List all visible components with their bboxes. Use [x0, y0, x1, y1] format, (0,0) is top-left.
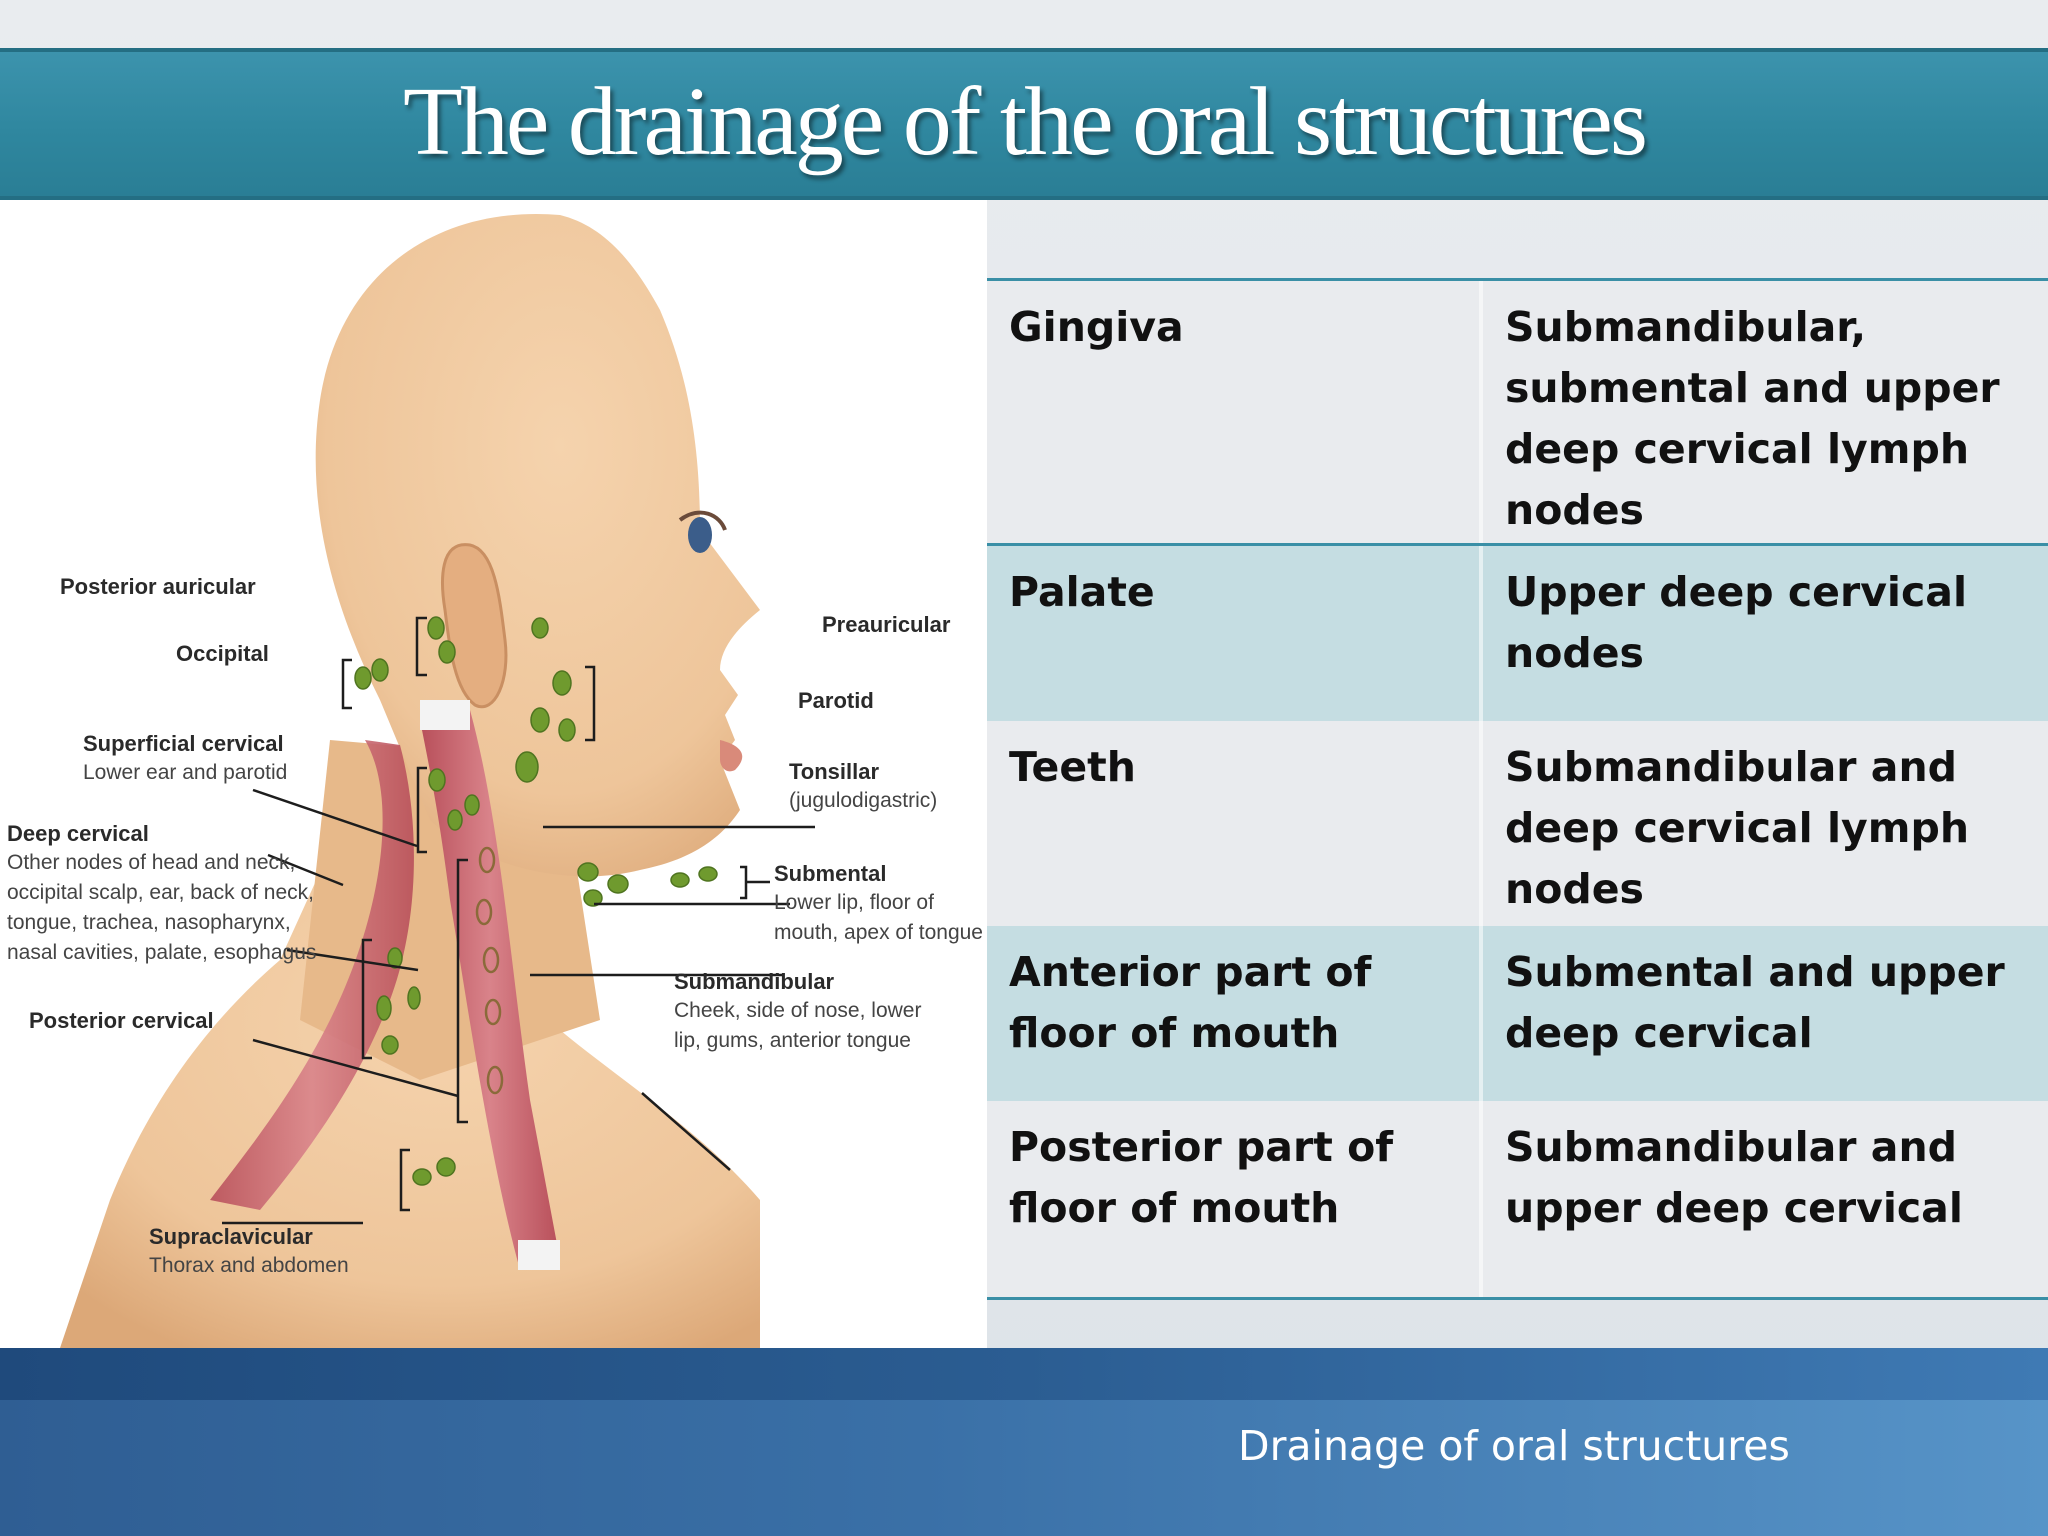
- label-supraclavicular: Supraclavicular: [149, 1224, 313, 1249]
- label-submandibular: Submandibular: [674, 969, 835, 994]
- trapezius-muscle: [210, 740, 414, 1210]
- label-submandibular-sub1: Cheek, side of nose, lower: [674, 999, 922, 1022]
- structure-cell: Anterior part of floor of mouth: [1009, 948, 1372, 1057]
- footer-caption: Drainage of oral structures: [1238, 1422, 1790, 1470]
- structure-cell: Teeth: [1009, 743, 1136, 791]
- anatomy-figure: Posterior auricular Occipital Superficia…: [0, 200, 987, 1348]
- label-deep-cervical-sub3: tongue, trachea, nasopharynx,: [7, 911, 291, 934]
- scm-muscle: [420, 710, 560, 1270]
- label-preauricular: Preauricular: [822, 612, 951, 637]
- label-superficial-cervical-sub: Lower ear and parotid: [83, 761, 288, 784]
- ear-shape: [441, 543, 508, 709]
- label-submandibular-sub2: lip, gums, anterior tongue: [674, 1029, 911, 1052]
- label-submental: Submental: [774, 861, 887, 886]
- drainage-cell: Submandibular and upper deep cervical: [1479, 1101, 2048, 1297]
- label-tonsillar-sub: (jugulodigastric): [789, 789, 938, 812]
- label-submental-sub2: mouth, apex of tongue: [774, 921, 983, 944]
- label-tonsillar: Tonsillar: [789, 759, 880, 784]
- label-deep-cervical-sub1: Other nodes of head and neck,: [7, 851, 296, 874]
- structure-cell: Posterior part of floor of mouth: [1009, 1123, 1394, 1232]
- label-submental-sub1: Lower lip, floor of: [774, 891, 934, 914]
- table-row: Teeth Submandibular and deep cervical ly…: [987, 721, 2048, 926]
- head-neck-illustration: [60, 213, 815, 1348]
- drainage-cell: Upper deep cervical nodes: [1479, 546, 2048, 721]
- label-parotid: Parotid: [798, 688, 874, 713]
- table-row: Palate Upper deep cervical nodes: [987, 546, 2048, 721]
- deep-cervical-chain: [475, 846, 504, 1095]
- label-posterior-auricular: Posterior auricular: [60, 574, 256, 599]
- table-row: Anterior part of floor of mouth Submenta…: [987, 926, 2048, 1101]
- label-deep-cervical-sub4: nasal cavities, palate, esophagus: [7, 941, 317, 964]
- drainage-cell: Submandibular, submental and upper deep …: [1479, 281, 2048, 543]
- label-layer: Posterior auricular Occipital Superficia…: [0, 200, 987, 1348]
- drainage-cell: Submental and upper deep cervical: [1479, 926, 2048, 1101]
- drainage-table: Gingiva Submandibular, submental and upp…: [987, 278, 2048, 1300]
- structure-cell: Gingiva: [1009, 303, 1184, 351]
- lips-shape: [720, 740, 743, 772]
- label-deep-cervical: Deep cervical: [7, 821, 149, 846]
- bracket-lines: [341, 616, 748, 1212]
- leader-lines: [222, 788, 815, 1225]
- structure-cell: Palate: [1009, 568, 1155, 616]
- table-row: Posterior part of floor of mouth Submand…: [987, 1101, 2048, 1297]
- label-deep-cervical-sub2: occipital scalp, ear, back of neck,: [7, 881, 314, 904]
- slide-title: The drainage of the oral structures: [403, 68, 1648, 176]
- lymph-nodes: [354, 616, 718, 1186]
- label-superficial-cervical: Superficial cervical: [83, 731, 284, 756]
- eye-shape: [688, 517, 712, 553]
- drainage-cell: Submandibular and deep cervical lymph no…: [1479, 721, 2048, 926]
- label-posterior-cervical: Posterior cervical: [29, 1008, 214, 1033]
- footer-top-band: [0, 1348, 2048, 1400]
- label-supraclavicular-sub: Thorax and abdomen: [149, 1254, 349, 1277]
- table-row: Gingiva Submandibular, submental and upp…: [987, 281, 2048, 546]
- label-occipital: Occipital: [176, 641, 269, 666]
- title-bar: The drainage of the oral structures: [0, 48, 2048, 200]
